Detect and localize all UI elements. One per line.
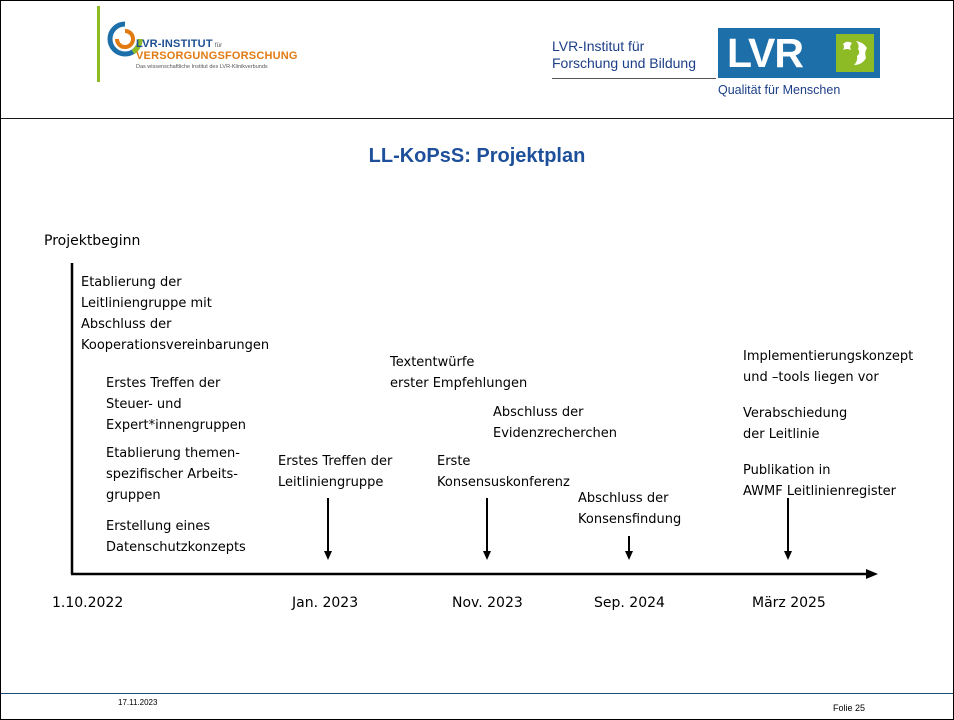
institute-name: LVR-Institut für Forschung und Bildung bbox=[552, 38, 696, 71]
milestone-text-sep-2024: Abschluss der Konsensfindung bbox=[578, 491, 682, 527]
header-divider bbox=[1, 118, 953, 119]
lvr-face-icon bbox=[843, 41, 867, 65]
slide-number: Folie 25 bbox=[833, 703, 866, 713]
institute-underline bbox=[552, 78, 716, 79]
milestone-text-maerz-3: Publikation in AWMF Leitlinienregister bbox=[743, 463, 897, 499]
lvr-logo-text: LVR bbox=[727, 30, 804, 76]
timeline-axis-arrowhead bbox=[866, 569, 878, 579]
footer-date: 17.11.2023 bbox=[118, 698, 158, 707]
lvr-tagline: Qualität für Menschen bbox=[718, 83, 841, 97]
milestone-text-start-2: Erstes Treffen der Steuer- und Expert*in… bbox=[106, 376, 247, 433]
date-label-sep-2024: Sep. 2024 bbox=[594, 595, 665, 611]
milestone-text-jan-2023: Erstes Treffen der Leitliniengruppe bbox=[278, 454, 393, 490]
logo-line-3: Das wissenschaftliche Institut des LVR-K… bbox=[136, 64, 268, 70]
milestone-text-drafts: Textentwürfe erster Empfehlungen bbox=[390, 355, 528, 391]
arrow-sep-2024-head bbox=[625, 551, 633, 560]
milestone-text-start-3: Etablierung themen- spezifischer Arbeits… bbox=[106, 446, 240, 503]
logo-green-bar bbox=[97, 6, 100, 82]
milestone-text-start-4: Erstellung eines Datenschutzkonzepts bbox=[106, 519, 246, 555]
milestone-text-start-1: Etablierung der Leitliniengruppe mit Abs… bbox=[81, 275, 270, 353]
lvr-logo-green-square bbox=[836, 34, 874, 72]
logo-swirl-icon bbox=[107, 21, 143, 57]
date-label-start: 1.10.2022 bbox=[52, 595, 124, 611]
footer-divider bbox=[1, 693, 953, 694]
milestone-text-evidence: Abschluss der Evidenzrecherchen bbox=[493, 405, 617, 441]
start-label: Projektbeginn bbox=[44, 233, 141, 249]
date-label-jan-2023: Jan. 2023 bbox=[292, 595, 359, 611]
arrow-nov-2023-head bbox=[483, 551, 491, 560]
logo-line-2: VERSORGUNGSFORSCHUNG bbox=[136, 50, 298, 62]
milestone-text-nov-2023: Erste Konsensuskonferenz bbox=[437, 454, 570, 490]
date-label-nov-2023: Nov. 2023 bbox=[452, 595, 523, 611]
milestone-text-maerz-1: Implementierungskonzept und –tools liege… bbox=[743, 349, 914, 385]
milestone-text-maerz-2: Verabschiedung der Leitlinie bbox=[743, 406, 848, 442]
arrow-maerz-2025-head bbox=[784, 551, 792, 560]
date-label-maerz-2025: März 2025 bbox=[752, 595, 826, 611]
slide-title: LL-KoPsS: Projektplan bbox=[368, 145, 586, 167]
arrow-jan-2023-head bbox=[324, 551, 332, 560]
lvr-logo: LVR bbox=[718, 28, 880, 78]
